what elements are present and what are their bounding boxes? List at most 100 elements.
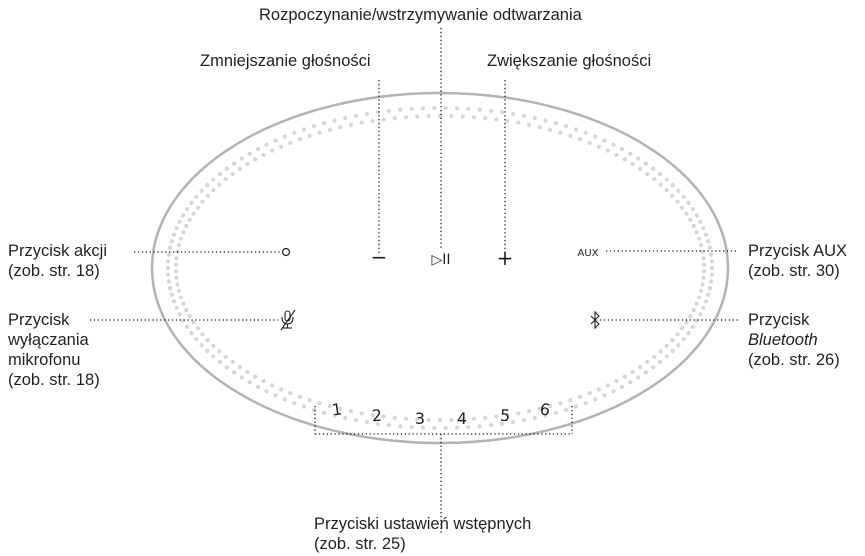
ring-dot — [437, 417, 443, 423]
ring-dot — [279, 144, 284, 149]
ring-dot — [343, 415, 348, 421]
ring-dot — [614, 379, 619, 384]
ring-dot — [169, 292, 174, 297]
label-mic: Przycisk wyłączania mikrofonu (zob. str.… — [8, 310, 100, 390]
ring-dot — [471, 416, 477, 421]
ring-dot — [709, 272, 714, 277]
ring-dot — [168, 245, 173, 250]
ring-dot — [583, 401, 588, 406]
preset-buttons: 1 2 3 4 5 6 — [331, 399, 552, 428]
volume-down-button[interactable]: − — [371, 245, 388, 269]
ring-dot — [516, 411, 521, 416]
label-aux: Przycisk AUX (zob. str. 30) — [748, 241, 847, 281]
ring-dot — [165, 265, 171, 271]
ring-dot — [217, 359, 222, 365]
ring-dot — [370, 118, 375, 124]
ring-dot — [483, 116, 488, 121]
ring-dot — [532, 115, 537, 121]
ring-dot — [230, 171, 235, 177]
ring-dot — [187, 314, 192, 319]
ring-dot — [449, 114, 454, 119]
aux-button[interactable]: AUX — [577, 248, 598, 259]
ring-dot — [688, 217, 693, 222]
ring-dot — [587, 140, 592, 145]
ring-dot — [628, 380, 633, 385]
ring-dot — [279, 387, 284, 392]
ring-dot — [690, 207, 696, 212]
ring-dot — [553, 410, 558, 415]
ring-dot — [348, 122, 353, 127]
ring-dot — [332, 118, 337, 123]
label-aux-line2: (zob. str. 30) — [748, 262, 840, 280]
ring-dot — [353, 418, 358, 423]
ring-dot — [177, 219, 182, 224]
ring-dot — [353, 113, 358, 118]
play-pause-button[interactable]: ▷II — [431, 252, 450, 268]
ring-dot — [516, 120, 521, 125]
preset-6-button[interactable]: 6 — [539, 399, 552, 419]
preset-3-button[interactable]: 3 — [415, 409, 425, 428]
ring-dot — [694, 301, 699, 306]
ring-dot — [614, 152, 619, 157]
ring-dot — [181, 213, 186, 218]
ring-dot — [443, 425, 448, 431]
ring-dot — [398, 424, 403, 429]
volume-up-button[interactable]: + — [497, 246, 514, 270]
ring-dot — [178, 295, 183, 300]
ring-dot — [630, 161, 635, 167]
ring-dot — [191, 211, 196, 216]
ring-dot — [185, 324, 190, 329]
label-mic-line4: (zob. str. 18) — [8, 371, 100, 389]
ring-dot — [195, 205, 200, 210]
preset-1-button[interactable]: 1 — [331, 399, 344, 419]
ring-dot — [691, 307, 696, 313]
ring-dot — [232, 370, 237, 375]
ring-dot — [573, 404, 579, 409]
ring-dot — [505, 412, 510, 418]
ring-dot — [171, 299, 176, 304]
preset-2-button[interactable]: 2 — [371, 406, 382, 426]
ring-dot — [686, 200, 691, 205]
ring-dot — [307, 398, 312, 403]
ring-dot — [217, 182, 222, 187]
ring-dot — [253, 157, 258, 162]
ring-dot — [676, 343, 681, 348]
ring-dot — [184, 223, 189, 229]
ring-dot — [174, 305, 179, 310]
preset-4-button[interactable]: 4 — [457, 409, 467, 428]
bluetooth-icon[interactable] — [590, 310, 600, 330]
ring-dot — [211, 354, 216, 359]
ring-dot — [176, 288, 182, 293]
ring-dot — [583, 130, 588, 135]
ring-dot — [477, 107, 482, 112]
ring-dot — [205, 193, 210, 198]
action-button-icon[interactable] — [281, 247, 291, 257]
ring-dot — [181, 301, 186, 306]
label-action-line2: (zob. str. 18) — [8, 262, 100, 280]
ring-dot — [707, 245, 713, 250]
ring-dot — [205, 183, 210, 188]
ring-dot — [638, 365, 643, 370]
ring-dot — [348, 409, 353, 414]
ring-dot — [558, 130, 563, 135]
ring-dot — [619, 147, 625, 152]
ring-dot — [282, 397, 287, 402]
ring-dot — [239, 156, 244, 161]
ring-dot — [175, 282, 180, 287]
ring-dot — [403, 416, 409, 421]
ring-dot — [187, 217, 192, 222]
ring-dot — [232, 161, 237, 166]
ring-dot — [578, 394, 583, 399]
preset-5-button[interactable]: 5 — [499, 406, 510, 426]
ring-dot — [596, 144, 601, 149]
ring-dot — [697, 236, 702, 241]
ring-dot — [237, 365, 242, 370]
ring-dot — [409, 425, 414, 430]
mic-off-icon[interactable] — [280, 309, 296, 331]
label-bluetooth-line2: Bluetooth — [748, 331, 818, 349]
ring-dot — [522, 418, 527, 423]
ring-dot — [701, 256, 706, 261]
ring-dot — [658, 182, 663, 187]
ring-dot — [658, 359, 663, 365]
